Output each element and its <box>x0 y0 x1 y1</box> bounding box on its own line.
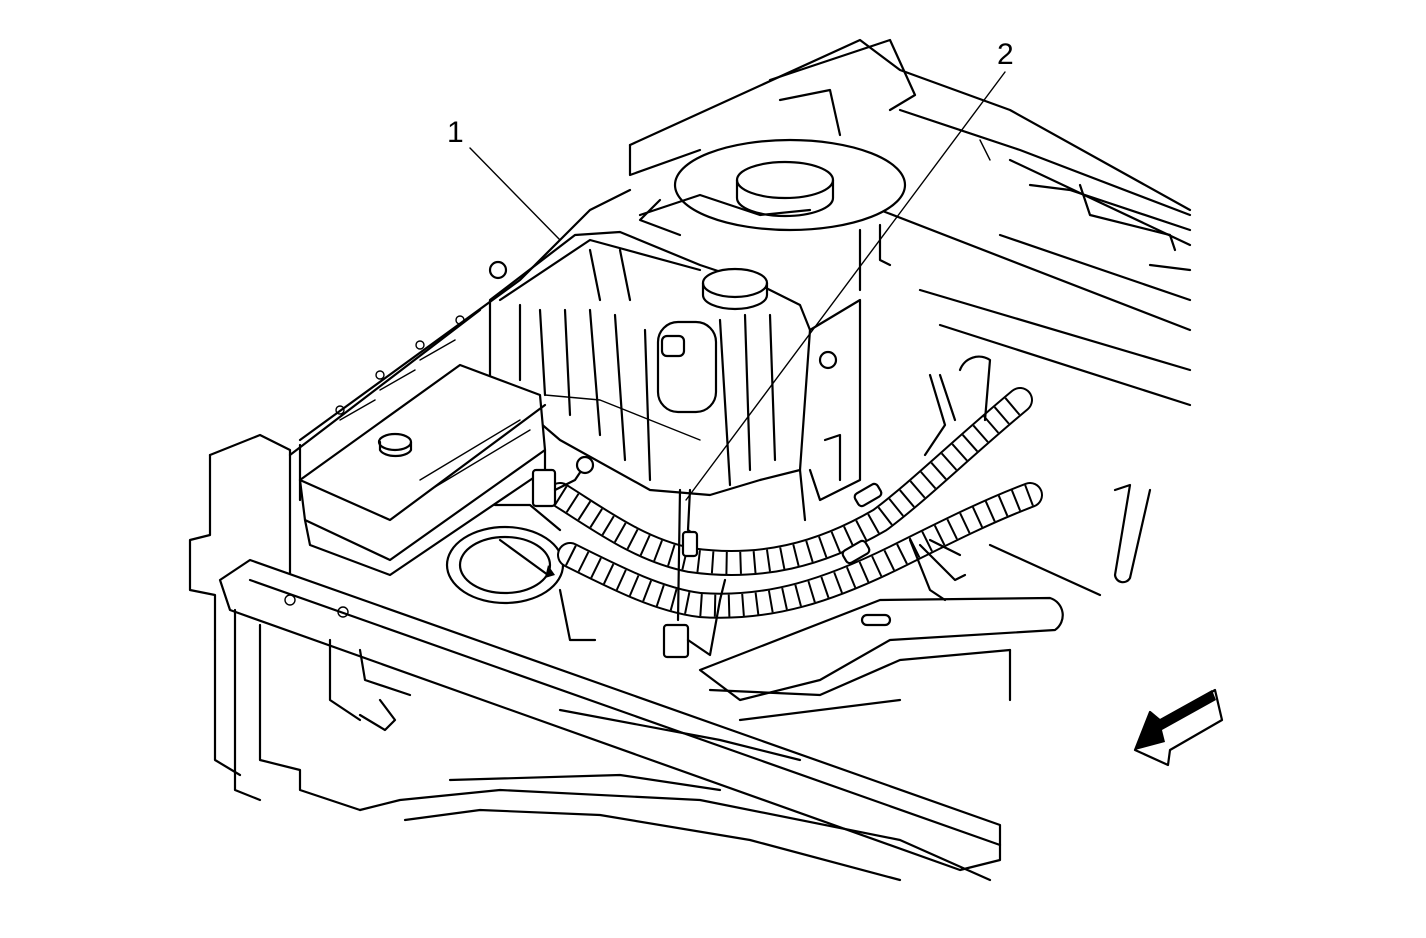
frame-rail <box>698 596 1064 722</box>
wiring-harness <box>547 355 1043 619</box>
callout-label-2: 2 <box>997 38 1014 71</box>
fuse-box <box>298 363 547 577</box>
coolant-reservoir <box>488 230 812 497</box>
strut-tower <box>638 138 907 292</box>
callout-2-leader <box>685 71 1006 501</box>
reservoir-bracket <box>798 298 862 522</box>
callout-1-leader <box>469 147 561 241</box>
callout-label-1: 1 <box>447 116 464 149</box>
air-intake-duct <box>445 503 597 642</box>
coolant-level-sensor-connector <box>531 455 727 659</box>
front-crossmember <box>213 558 1002 882</box>
direction-arrow-icon <box>1133 688 1224 767</box>
inner-fender <box>918 288 1192 597</box>
cowl-panel <box>628 38 1192 332</box>
